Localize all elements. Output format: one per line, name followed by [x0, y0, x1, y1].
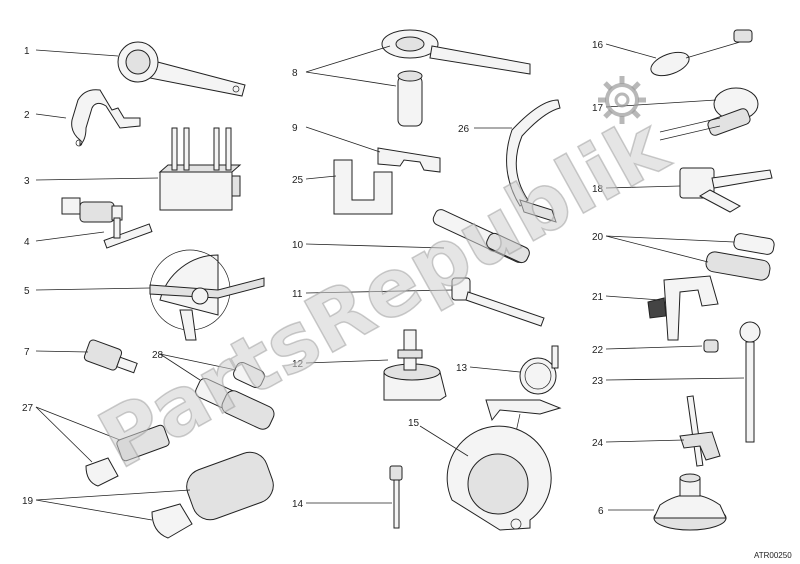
leader-lines [35, 43, 745, 521]
tool-25-u-frame [333, 159, 393, 215]
callout-1: 1 [24, 46, 30, 57]
tool-10-long-pin [432, 209, 530, 264]
callout-13: 13 [456, 363, 468, 374]
drawing-code: ATR00250 [754, 551, 792, 560]
tool-20-tapered-pins [705, 233, 775, 281]
tool-5-degree-wheel [149, 249, 265, 341]
callout-17: 17 [592, 103, 604, 114]
gear-icon [598, 76, 646, 124]
callout-19: 19 [22, 496, 34, 507]
tool-1-ring-spanner [117, 41, 246, 97]
callout-14: 14 [292, 499, 304, 510]
tool-23-indicator-stand [739, 321, 761, 443]
callout-10: 10 [292, 240, 304, 251]
tool-22-small-nut [703, 339, 719, 353]
tool-16-cable-tool [650, 29, 753, 77]
callout-22: 22 [592, 345, 604, 356]
tool-18-leg-puller [679, 167, 773, 213]
callout-28: 28 [152, 350, 164, 361]
callout-24: 24 [592, 438, 604, 449]
callout-9: 9 [292, 123, 298, 134]
callout-6: 6 [598, 506, 604, 517]
callout-5: 5 [24, 286, 30, 297]
tool-9-gauge-plate [377, 147, 441, 173]
tool-6-base-cup [653, 473, 727, 531]
tool-7-knurled-sleeve [83, 339, 138, 374]
tool-11-socket-bar [451, 277, 545, 327]
callout-25: 25 [292, 175, 304, 186]
tool-26-curved-arm [506, 99, 561, 223]
callout-12: 12 [292, 359, 304, 370]
callout-21: 21 [592, 292, 604, 303]
callout-20: 20 [592, 232, 604, 243]
callout-2: 2 [24, 110, 30, 121]
callout-15: 15 [408, 418, 420, 429]
callout-4: 4 [24, 237, 30, 248]
tool-14-probe [389, 465, 403, 529]
tool-27-stud-nut [85, 424, 170, 487]
callout-7: 7 [24, 347, 30, 358]
callout-11: 11 [292, 289, 303, 300]
tool-12-piston-stand [383, 329, 447, 401]
tool-4-t-handle-puller [61, 197, 153, 249]
tool-15-holding-ring [446, 425, 552, 531]
tool-2-bent-pin-wrench [71, 89, 141, 147]
tool-19-knurled-handle [151, 451, 274, 539]
tool-21-bracket [647, 275, 719, 341]
callout-23: 23 [592, 376, 604, 387]
callout-26: 26 [458, 124, 470, 135]
tool-24-support-arm [679, 395, 721, 467]
callout-27: 27 [22, 403, 34, 414]
callout-3: 3 [24, 176, 30, 187]
callout-labels: 1 2 3 4 5 6 7 8 9 10 11 12 13 14 15 16 1… [22, 40, 604, 517]
tool-13-dial-gauge [485, 345, 562, 433]
tool-28-pin-pair [195, 361, 275, 430]
tool-8-pin-spanner [381, 29, 531, 127]
callout-18: 18 [592, 184, 604, 195]
tool-3-holding-fixture [158, 127, 242, 211]
tool-17-puller-assembly [659, 87, 759, 141]
callout-8: 8 [292, 68, 298, 79]
callout-16: 16 [592, 40, 604, 51]
